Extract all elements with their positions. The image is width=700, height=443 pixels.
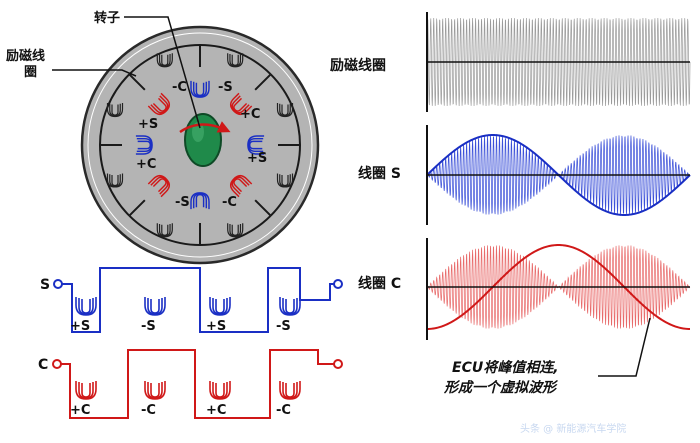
watermark: 头条 @ 新能源汽车学院 [520,422,626,435]
wiring-c-label: C [38,357,48,373]
excitation-coil-1 [227,53,244,68]
excitation-coil-label-line2: 圈 [24,65,37,80]
pole-coil-2 [229,92,253,116]
pole-coil-5 [190,192,210,210]
wiring-c: C +C -C +C -C [38,349,343,419]
winding-frame [99,44,301,246]
wiring-c-coil4-label: -C [276,403,291,418]
rotation-arrow [179,121,231,134]
excitation-coil-8 [156,53,173,68]
wiring-s-coil3-label: +S [206,319,226,334]
annotation-line2: 形成一个虚拟波形 [443,379,559,396]
excitation-coil-3 [276,173,294,188]
wiring-c-coil-3 [209,381,231,400]
pole-label-right-s: +S [247,151,267,166]
rotor-label: 转子 [94,10,120,26]
excitation-coil-label-line1: 励磁线 [6,48,45,64]
excitation-wave-label: 励磁线圈 [330,57,386,74]
coil-c-waveform [426,243,691,330]
wiring-s-coil-3 [209,297,231,316]
pole-coils [106,53,294,238]
excitation-coil-6 [106,173,124,188]
wiring-s-coil1-label: +S [70,319,90,334]
wiring-c-coil3-label: +C [206,403,226,418]
excitation-coil-leader-line [52,69,137,77]
wiring-s-coil-1 [75,297,97,316]
pole-label-left-c: +C [136,157,156,172]
pole-coil-3 [247,135,265,155]
wiring-s-coil-4 [279,297,301,316]
coil-s-wave-label: 线圈 S [358,165,401,182]
rotor [184,113,222,167]
pole-label-left-s: +S [138,117,158,132]
pole-coil-1 [190,80,210,98]
excitation-coil-7 [106,103,124,118]
annotation-line1: ECU将峰值相连, [452,359,559,376]
wiring-c-coil-2 [144,381,166,400]
pole-coil-4 [229,174,253,198]
wiring-c-coil1-label: +C [70,403,90,418]
pole-label-top-c: -C [172,80,187,95]
wiring-c-coil2-label: -C [141,403,156,418]
annotation-leader-line [598,317,651,377]
wiring-s-coil2-label: -S [141,319,156,334]
excitation-coil-5 [156,223,173,238]
wiring-c-coil-1 [75,381,97,400]
excitation-coil-4 [227,223,244,238]
wiring-s-coil4-label: -S [276,319,291,334]
pole-coil-6 [147,174,171,198]
wiring-s: S +S -S +S -S [40,267,343,334]
pole-coil-8 [147,92,171,116]
excitation-coil-2 [276,103,294,118]
pole-label-right-c: +C [240,107,260,122]
excitation-waveform [426,17,691,107]
pole-coil-7 [135,135,153,155]
wiring-s-label: S [40,277,50,293]
wiring-c-coil-4 [279,381,301,400]
coil-s-waveform [426,133,691,217]
pole-label-top-s: -S [218,80,233,95]
coil-c-wave-label: 线圈 C [358,275,401,292]
pole-label-bottom-c: -C [222,195,237,210]
wiring-s-coil-2 [144,297,166,316]
pole-label-bottom-s: -S [175,195,190,210]
rotor-leader-line [124,16,201,129]
